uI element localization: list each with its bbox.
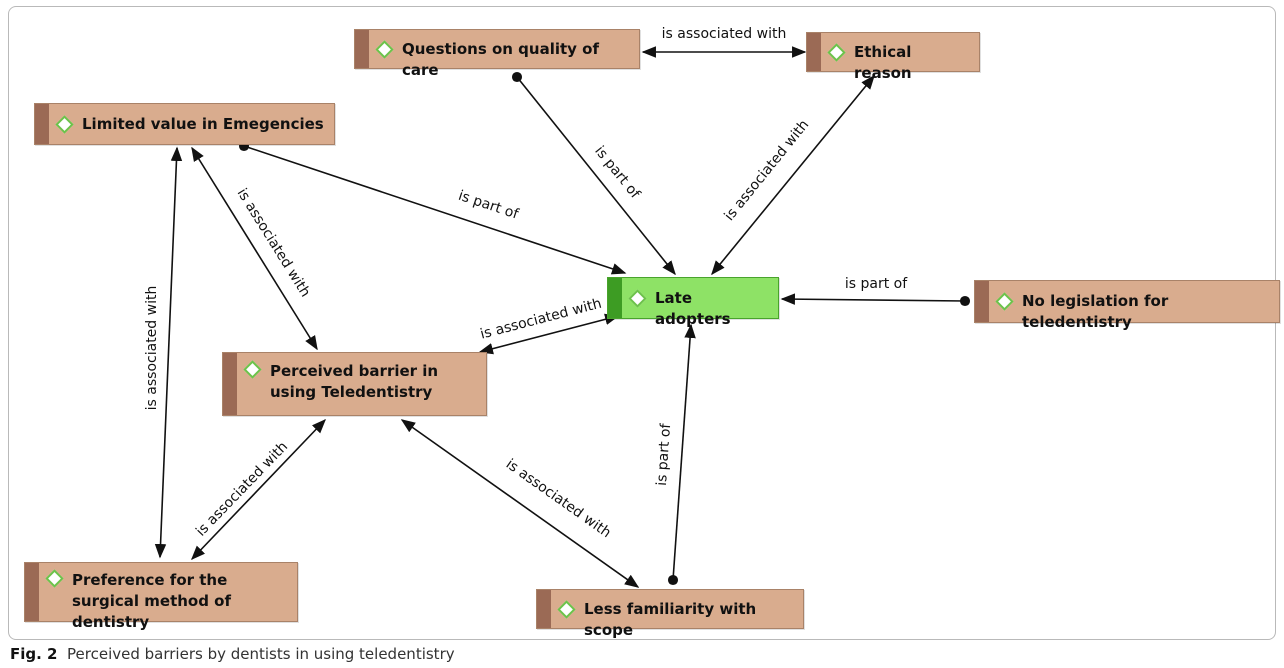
node-stripe [223, 353, 237, 415]
node-stripe [608, 278, 622, 318]
node-ethical-reason[interactable]: Ethical reason [806, 32, 980, 82]
node-questions-quality-of-care[interactable]: Questions on quality of care [354, 29, 640, 79]
diamond-icon [557, 600, 576, 619]
edge-label-familiarity-late: is part of [654, 422, 674, 486]
node-label: Late adopters [655, 289, 731, 328]
edge-label-limited-late: is part of [456, 188, 521, 223]
edge-label-questions-ethical: is associated with [662, 26, 787, 42]
edge-limited-perceived [191, 146, 318, 351]
node-perceived-barrier[interactable]: Perceived barrier in using Teledentistry [222, 352, 487, 416]
node-stripe [355, 30, 369, 68]
node-label: Questions on quality of care [402, 40, 600, 79]
diamond-icon [628, 289, 647, 308]
node-label: Preference for the surgical method of de… [72, 571, 232, 631]
node-stripe [25, 563, 39, 621]
node-label: No legislation for teledentistry [1022, 292, 1169, 331]
edge-perceived-familiarity [400, 419, 640, 588]
node-limited-value-in-emergencies[interactable]: Limited value in Emegencies [34, 103, 335, 145]
edge-label-preference-perceived: is associated with [193, 439, 291, 540]
node-label: Less familiarity with scope [584, 600, 757, 639]
edge-label-perceived-familiarity: is associated with [503, 456, 614, 541]
node-stripe [975, 281, 989, 322]
edge-label-legislation-late: is part of [845, 276, 908, 292]
diamond-icon [375, 40, 394, 59]
node-less-familiarity[interactable]: Less familiarity with scope [536, 589, 804, 639]
node-preference-surgical[interactable]: Preference for the surgical method of de… [24, 562, 298, 631]
edge-limited-preference [154, 146, 183, 559]
node-no-legislation[interactable]: No legislation for teledentistry [974, 280, 1280, 331]
diamond-icon [827, 43, 846, 62]
edge-limited-late [238, 140, 627, 275]
edge-label-limited-perceived: is associated with [234, 186, 314, 300]
edge-legislation-late [780, 293, 971, 307]
diamond-icon [45, 569, 64, 588]
edge-label-questions-late: is part of [591, 143, 643, 202]
node-stripe [35, 104, 49, 144]
edge-preference-perceived [191, 418, 326, 561]
edge-label-limited-preference: is associated with [144, 286, 160, 411]
node-label: Limited value in Emegencies [82, 115, 324, 133]
node-stripe [537, 590, 551, 628]
node-label: Perceived barrier in using Teledentistry [270, 362, 439, 401]
figure-caption: Fig. 2 Perceived barriers by dentists in… [10, 645, 455, 663]
node-label: Ethical reason [854, 43, 912, 82]
node-stripe [807, 33, 821, 71]
diamond-icon [995, 292, 1014, 311]
figure-number: Fig. 2 [10, 645, 58, 663]
node-late-adopters[interactable]: Late adopters [607, 277, 779, 328]
edge-ethical-late [711, 74, 875, 276]
diamond-icon [243, 360, 262, 379]
edge-perceived-late [478, 313, 620, 355]
diamond-icon [55, 115, 74, 134]
figure-caption-text: Perceived barriers by dentists in using … [67, 645, 455, 663]
edge-familiarity-late [667, 323, 696, 586]
